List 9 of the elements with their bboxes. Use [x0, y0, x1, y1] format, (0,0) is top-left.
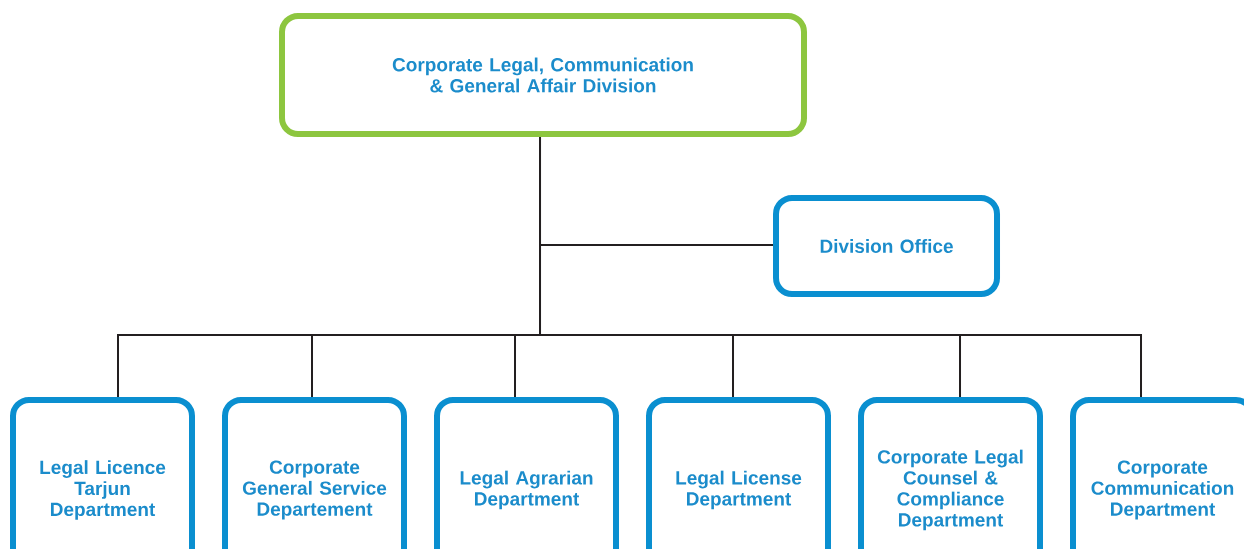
department-box: Legal Agrarian Department — [434, 397, 619, 549]
department-box: Legal License Department — [646, 397, 831, 549]
office-box: Division Office — [773, 195, 1000, 297]
department-box: Corporate Communication Department — [1070, 397, 1244, 549]
department-box: Corporate General Service Departement — [222, 397, 407, 549]
division-box: Corporate Legal, Communication & General Affair Division — [279, 13, 807, 137]
connector-line — [539, 136, 1142, 398]
department-box: Corporate Legal Counsel & Compliance Department — [858, 397, 1043, 549]
department-box: Legal Licence Tarjun Department — [10, 397, 195, 549]
